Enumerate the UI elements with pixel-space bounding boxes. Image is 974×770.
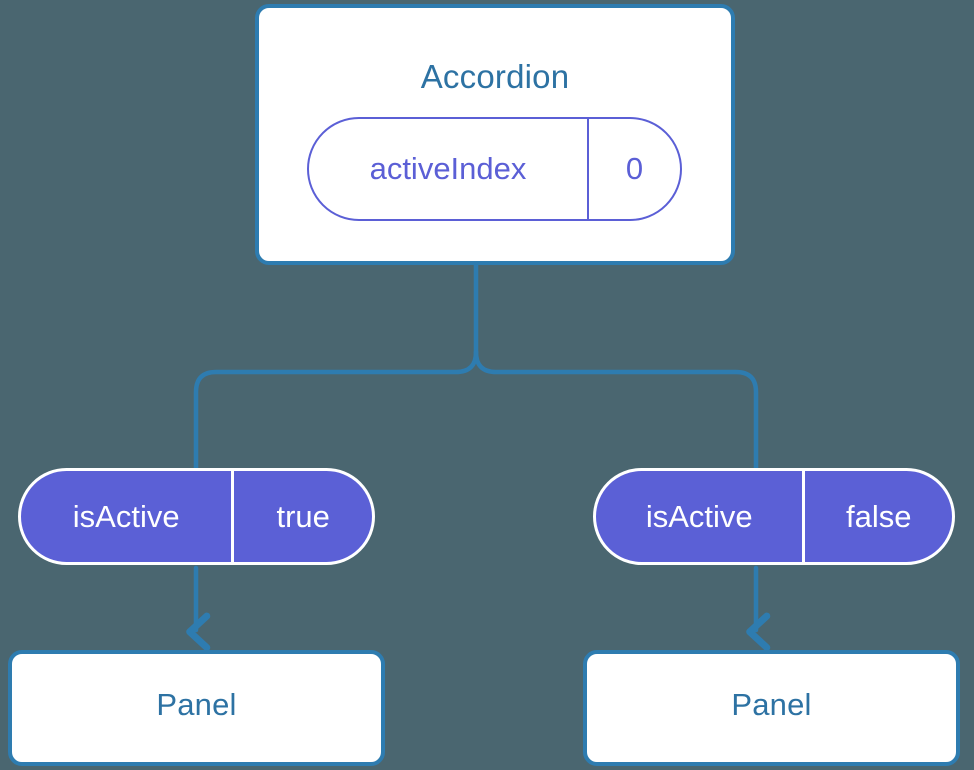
panel-node-left-label: Panel <box>156 687 237 722</box>
state-pill-left-key: isActive <box>72 498 180 534</box>
state-pill-left[interactable]: isActive true <box>18 468 375 565</box>
state-pill-right-value: false <box>802 471 952 562</box>
accordion-node-label: Accordion <box>420 58 570 95</box>
panel-node-right[interactable]: Panel <box>583 650 960 766</box>
accordion-prop-pill[interactable]: activeIndex 0 <box>307 117 682 221</box>
panel-node-left[interactable]: Panel <box>8 650 385 766</box>
state-pill-left-value: true <box>231 471 372 562</box>
state-pill-right-key: isActive <box>645 498 753 534</box>
connector-branch-left <box>193 349 479 471</box>
state-pill-right[interactable]: isActive false <box>593 468 955 565</box>
panel-node-right-label: Panel <box>731 687 812 722</box>
accordion-prop-value: 0 <box>586 119 680 219</box>
connector-branch-right <box>473 349 759 471</box>
accordion-prop-key: activeIndex <box>369 151 527 186</box>
